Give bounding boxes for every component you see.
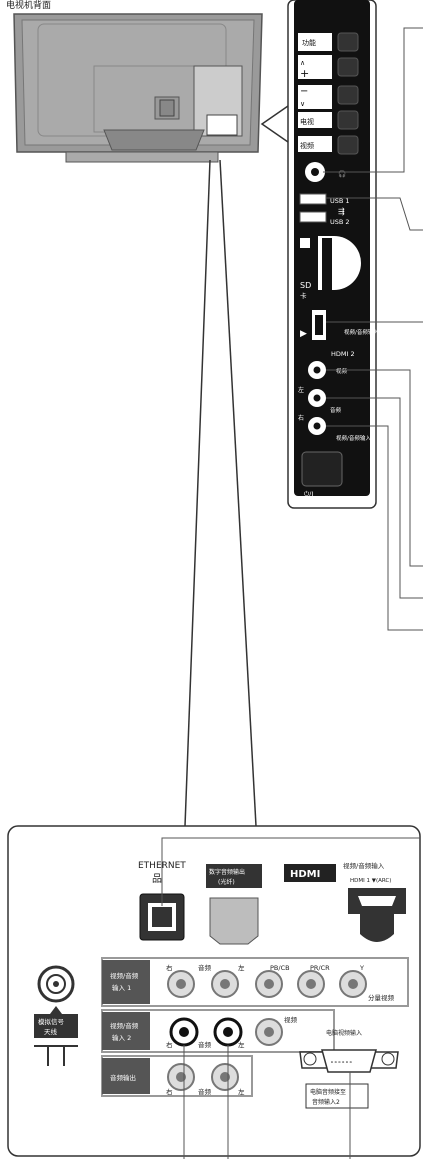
btn-minus-label: − — [300, 86, 308, 97]
btn-plus-label: + — [300, 67, 309, 80]
network-icon: 品 — [152, 873, 162, 885]
antenna-label-2: 天线 — [44, 1027, 58, 1036]
av1-left-label: 左 — [238, 963, 245, 972]
sd-card-slot[interactable] — [322, 238, 332, 290]
vga-pins: ∘∘∘∘∘∘ — [330, 1059, 353, 1066]
tv-button[interactable] — [338, 111, 358, 129]
btn-down-label: ∨ — [300, 100, 305, 108]
play-icon: ▶ — [300, 329, 307, 339]
av-input-label: 视频/音频输入 — [343, 861, 385, 870]
headphone-icon: 🎧 — [338, 170, 346, 178]
power-label: ⏻/I — [304, 490, 313, 498]
av-in1-label: 视频/音频 — [110, 971, 139, 980]
zoom-line-left — [185, 160, 210, 826]
antenna-label: 模拟信号 — [38, 1017, 65, 1026]
side-panel-pointer — [262, 106, 288, 142]
av1-audio-label: 音频 — [198, 963, 212, 972]
btn-input-label: 视频 — [300, 141, 314, 150]
power-button[interactable] — [302, 452, 342, 486]
side-panel: 功能 ∧ + − ∨ 电视 视频 🎧 USB 1 USB 2 ⇶ SD — [288, 0, 379, 508]
bottom-panel: ETHERNET 品 数字音频输出 (光纤) HDMI 视频/音频输入 HDMI… — [8, 826, 420, 1159]
tv-back-label: 电视机背面 — [6, 0, 51, 11]
av2-right-label: 右 — [166, 1040, 173, 1049]
usb-icon: ⇶ — [338, 207, 345, 216]
av-in2-label: 视频/音频 — [110, 1021, 139, 1030]
sd-icon — [300, 238, 310, 248]
function-button[interactable] — [338, 33, 358, 51]
left-label: 左 — [298, 386, 304, 394]
pc-audio-label: 电脑音频接至 — [310, 1088, 346, 1096]
hdmi2-label: HDMI 2 — [331, 350, 355, 358]
optical-port[interactable] — [210, 898, 258, 944]
component-label: 分量视频 — [368, 993, 395, 1002]
sd-label: SD — [300, 281, 311, 290]
out-audio-label: 音频 — [198, 1087, 212, 1096]
input-button[interactable] — [338, 136, 358, 154]
volume-up-button[interactable] — [338, 58, 358, 76]
tv-back — [14, 14, 262, 162]
btn-function-label: 功能 — [302, 38, 316, 47]
av2-video-label: 视频 — [284, 1015, 298, 1024]
av1-right-label: 右 — [166, 963, 173, 972]
btn-up-label: ∧ — [300, 59, 305, 67]
usb1-port[interactable] — [300, 194, 326, 204]
hdmi2-input-label: 视频/音频输入 — [344, 328, 379, 336]
audio-label: 音频 — [330, 406, 342, 414]
audio-out-label: 音频输出 — [110, 1073, 136, 1082]
av2-audio-label: 音频 — [198, 1040, 212, 1049]
volume-down-button[interactable] — [338, 86, 358, 104]
usb2-port[interactable] — [300, 212, 326, 222]
sd-card-label: 卡 — [300, 291, 307, 300]
y-label: Y — [359, 964, 364, 972]
out-left-label: 左 — [238, 1087, 245, 1096]
hdmi1-arc-label: HDMI 1 ▼(ARC) — [350, 878, 391, 884]
av3-video-label: 视频 — [336, 367, 348, 375]
hdmi-logo: HDMI — [290, 869, 320, 880]
right-label: 右 — [298, 414, 304, 422]
digital-audio-out-label: 数字音频输出 — [209, 868, 245, 876]
pc-input-label: 电脑视频输入 — [326, 1029, 362, 1037]
av3-input-label: 视频/音频输入3 — [336, 434, 375, 442]
optical-label: (光纤) — [218, 878, 235, 886]
av-in2-label-2: 输入 2 — [112, 1033, 131, 1042]
btn-tv-label: 电视 — [300, 117, 314, 126]
pc-audio-label-2: 音频输入2 — [312, 1098, 340, 1106]
usb2-label: USB 2 — [330, 218, 350, 226]
av-in1-label-2: 输入 1 — [112, 983, 131, 992]
out-right-label: 右 — [166, 1087, 173, 1096]
zoom-line-right — [220, 160, 256, 826]
